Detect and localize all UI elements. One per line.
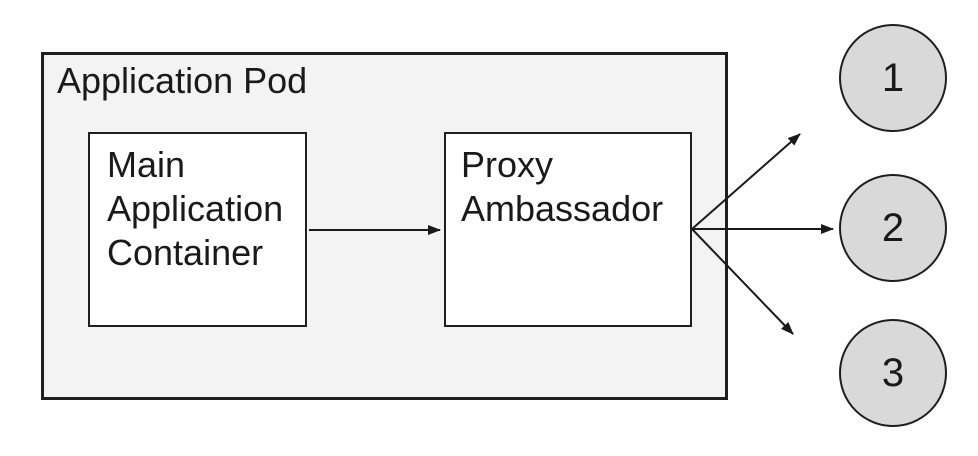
endpoint-circle-2: 2 <box>839 174 947 282</box>
endpoint-circle-1: 1 <box>839 24 947 132</box>
node-main-application-container-label: Main Application Container <box>107 144 284 273</box>
endpoint-circle-2-label: 2 <box>881 205 905 250</box>
node-proxy-ambassador: Proxy Ambassador <box>444 132 692 327</box>
endpoint-circle-3-label: 3 <box>881 350 905 395</box>
node-main-application-container: Main Application Container <box>88 132 307 327</box>
application-pod-label: Application Pod <box>57 60 308 101</box>
endpoint-circle-1-label: 1 <box>881 55 905 100</box>
endpoint-circle-3: 3 <box>839 319 947 427</box>
node-proxy-ambassador-label: Proxy Ambassador <box>461 144 664 229</box>
